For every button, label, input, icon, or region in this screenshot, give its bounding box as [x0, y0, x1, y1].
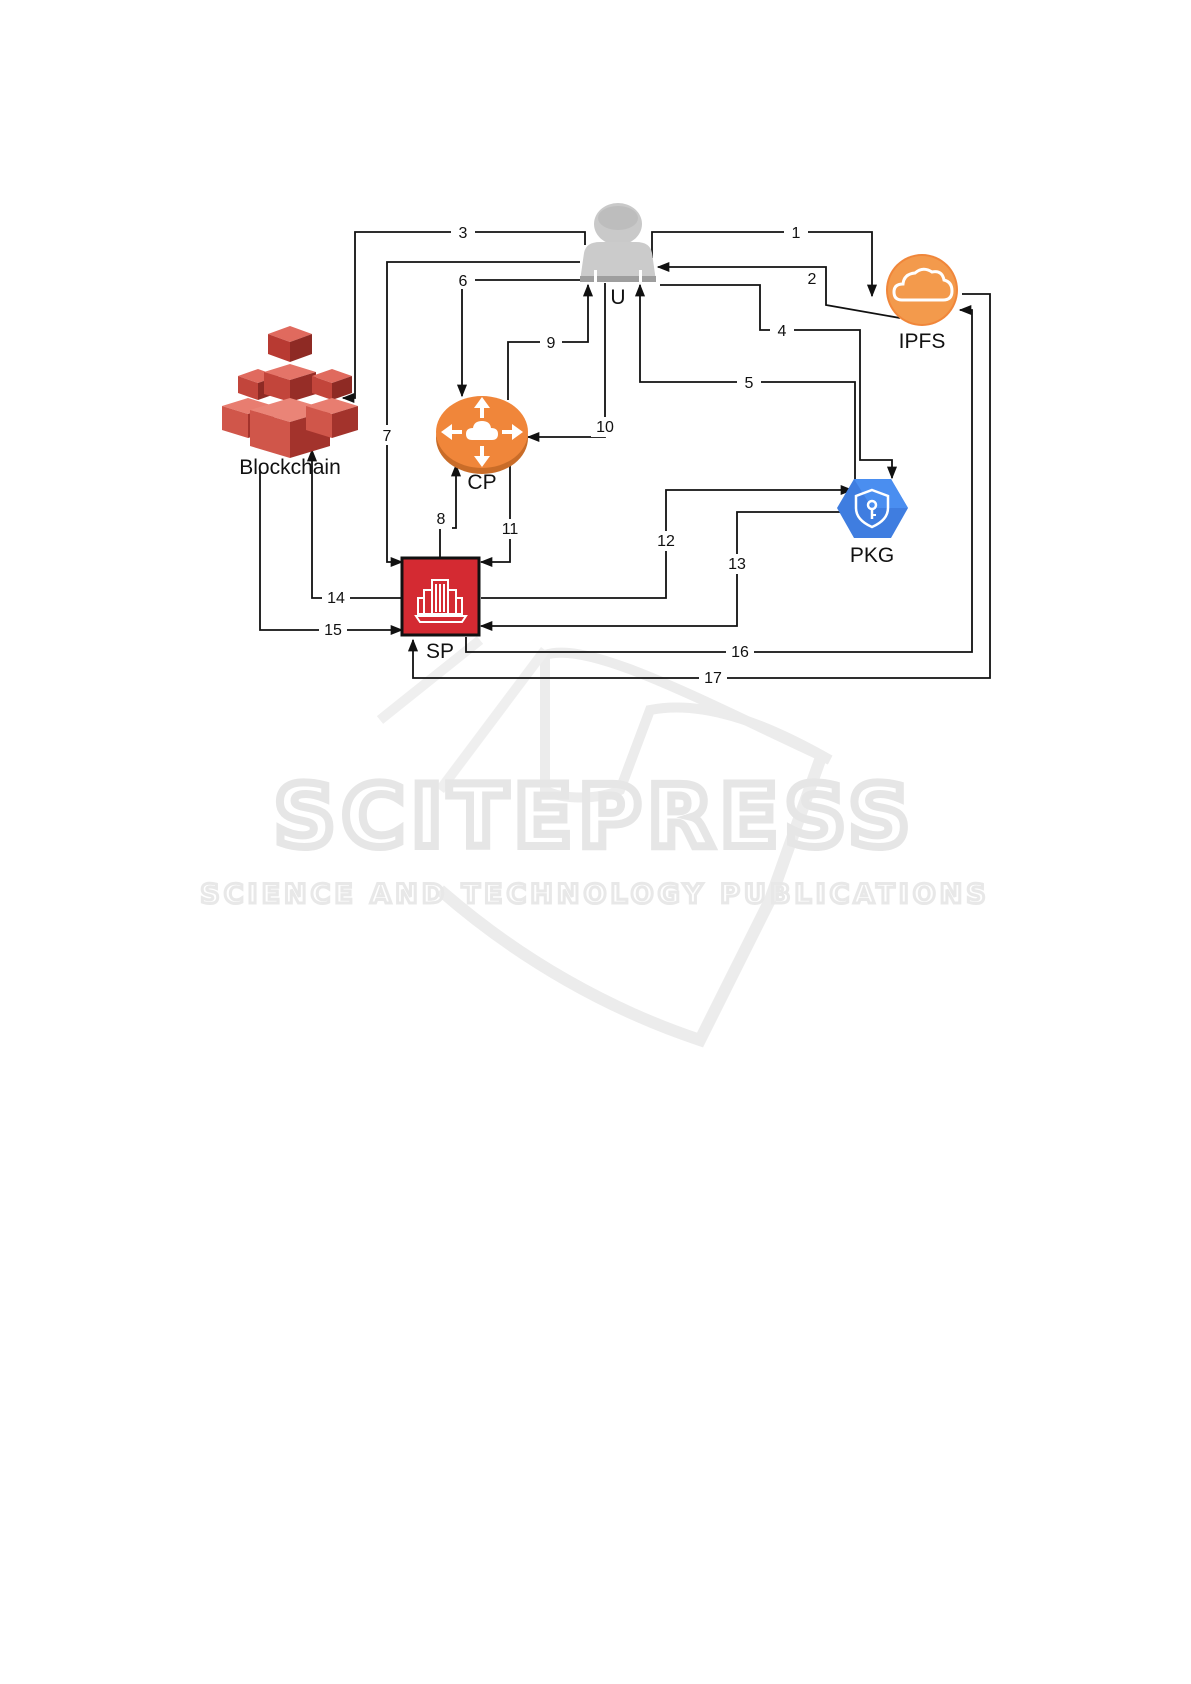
- building-icon: [402, 558, 479, 635]
- edge-label-7: 7: [376, 425, 398, 445]
- edge-6: [462, 280, 580, 396]
- ipfs-label: IPFS: [899, 330, 946, 353]
- svg-text:10: 10: [596, 419, 614, 436]
- svg-text:4: 4: [778, 323, 787, 340]
- edge-label-9: 9: [540, 333, 562, 352]
- edge-label-11: 11: [496, 519, 524, 539]
- edge-label-15: 15: [319, 620, 347, 640]
- blockchain-cubes-icon: [222, 326, 358, 458]
- svg-text:5: 5: [745, 375, 754, 392]
- pkg-label: PKG: [850, 544, 894, 567]
- edge-1: [652, 232, 872, 296]
- pkg-node: PKG: [837, 479, 908, 567]
- edge-label-16: 16: [726, 642, 754, 662]
- key-shield-icon: [837, 479, 908, 538]
- watermark-subtitle: SCIENCE AND TECHNOLOGY PUBLICATIONS: [200, 879, 989, 910]
- edge-label-2: 2: [800, 269, 824, 288]
- edge-2: [658, 267, 900, 318]
- ipfs-node: IPFS: [886, 254, 958, 353]
- edge-3: [343, 232, 585, 398]
- edge-label-4: 4: [770, 321, 794, 340]
- svg-text:3: 3: [459, 225, 468, 242]
- router-icon: [436, 396, 528, 474]
- svg-text:6: 6: [459, 273, 468, 290]
- edge-label-13: 13: [723, 554, 751, 574]
- edge-label-6: 6: [451, 271, 475, 290]
- edge-label-3: 3: [451, 223, 475, 242]
- watermark: SCITEPRESS SCIENCE AND TECHNOLOGY PUBLIC…: [200, 640, 989, 1040]
- svg-text:13: 13: [728, 556, 746, 573]
- blockchain-node: Blockchain: [222, 326, 358, 479]
- svg-text:16: 16: [731, 644, 749, 661]
- svg-text:17: 17: [704, 670, 722, 687]
- edge-label-17: 17: [699, 668, 727, 688]
- cp-node: CP: [436, 396, 528, 494]
- svg-text:12: 12: [657, 533, 675, 550]
- edge-label-1: 1: [784, 223, 808, 242]
- cp-label: CP: [467, 471, 496, 494]
- edge-labels: 1 2 3 4 5 6 7 8 9 10 11 12 13 14 15 16 1…: [319, 223, 824, 688]
- edge-10: [528, 283, 605, 437]
- user-label: U: [610, 286, 625, 309]
- edge-label-14: 14: [322, 588, 350, 608]
- edge-16: [466, 310, 972, 652]
- user-icon: [580, 203, 656, 282]
- edge-13: [481, 512, 842, 626]
- svg-text:15: 15: [324, 622, 342, 639]
- watermark-title: SCITEPRESS: [274, 767, 916, 867]
- edge-label-10: 10: [591, 417, 619, 437]
- edge-label-5: 5: [737, 373, 761, 392]
- edge-label-12: 12: [652, 531, 680, 551]
- svg-text:1: 1: [792, 225, 801, 242]
- sp-label: SP: [426, 640, 454, 663]
- svg-text:7: 7: [383, 428, 392, 445]
- blockchain-label: Blockchain: [239, 456, 341, 479]
- cloud-icon: [886, 254, 958, 326]
- svg-text:11: 11: [502, 521, 519, 538]
- svg-text:8: 8: [437, 511, 446, 528]
- svg-text:9: 9: [547, 335, 556, 352]
- edge-label-8: 8: [430, 509, 452, 529]
- svg-text:2: 2: [808, 271, 817, 288]
- user-node: U: [580, 203, 656, 309]
- svg-text:14: 14: [327, 590, 345, 607]
